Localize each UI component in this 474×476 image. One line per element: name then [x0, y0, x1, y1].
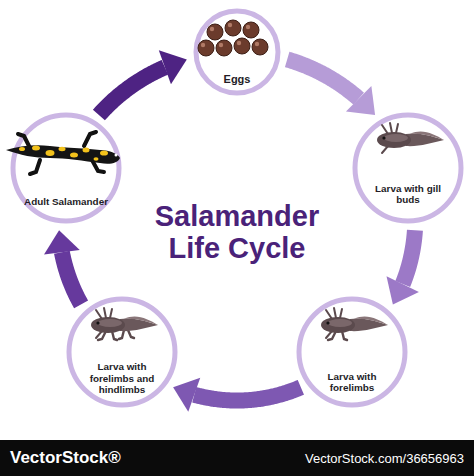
stage-circle: Larva with forelimbs and hindlimbs: [66, 296, 178, 408]
cycle-arrow: [99, 50, 187, 115]
larva-four-limbs: [91, 308, 158, 340]
stage-label: Adult Salamander: [24, 196, 108, 208]
arrow-head: [44, 230, 80, 254]
watermark-text: VectorStock.com/36656963: [305, 451, 464, 466]
stage-label: Larva with forelimbs and hindlimbs: [74, 361, 170, 396]
arrow-head: [159, 50, 187, 84]
arrow-head: [346, 86, 375, 115]
cycle-arrow: [287, 59, 375, 115]
circle-shape: [355, 115, 461, 221]
egg-cluster: [198, 20, 268, 56]
arrow-shaft: [62, 252, 81, 304]
stage-circle: Eggs: [193, 8, 281, 96]
stage-circle: Larva with gill buds: [352, 112, 464, 224]
diagram-title: Salamander Life Cycle: [132, 200, 342, 265]
stage-circle: Adult Salamander: [10, 112, 122, 224]
stage-label: Eggs: [224, 73, 251, 86]
adult-salamander: [6, 132, 120, 174]
larva-gill-buds: [377, 123, 444, 153]
cycle-arrow: [44, 230, 81, 304]
cycle-arrow: [173, 378, 301, 412]
circle-outline: [352, 112, 464, 224]
stage-circle: Larva with forelimbs: [296, 296, 408, 408]
larva-forelimbs: [321, 308, 388, 340]
arrow-shaft: [287, 59, 358, 98]
circle-shape: [13, 115, 119, 221]
arrow-shaft: [403, 230, 415, 284]
circle-shape: [299, 299, 405, 405]
arrow-head: [173, 378, 200, 412]
footer-band: [0, 440, 474, 476]
watermark-text: VectorStock®: [10, 448, 121, 468]
arrow-head: [387, 276, 419, 304]
arrow-shaft: [194, 387, 301, 400]
circle-shape: [69, 299, 175, 405]
stage-label: Larva with forelimbs: [309, 371, 395, 394]
cycle-arrow: [387, 230, 419, 304]
circle-shape: [196, 11, 278, 93]
stage-label: Larva with gill buds: [367, 183, 449, 206]
arrow-shaft: [99, 67, 165, 115]
